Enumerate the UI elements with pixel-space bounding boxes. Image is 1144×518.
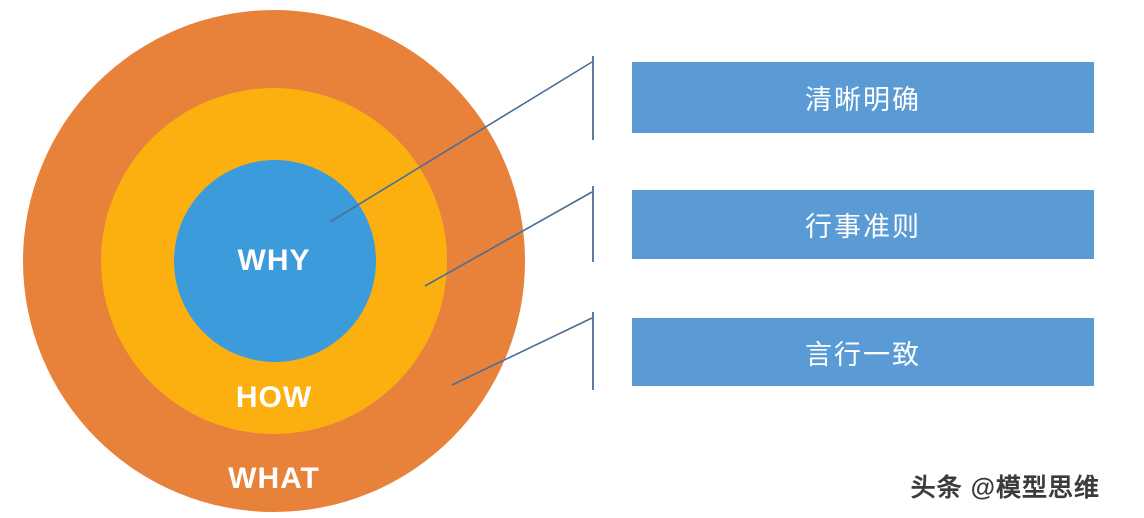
callout-label-1: 清晰明确 <box>805 85 921 115</box>
watermark-text: 头条 @模型思维 <box>910 474 1100 502</box>
callout-box-why[interactable]: 清晰明确 <box>632 62 1094 133</box>
ring-label-what-text: WHAT <box>228 462 320 495</box>
ring-label-why-text: WHY <box>237 244 311 277</box>
ring-label-how: HOW <box>0 381 1144 415</box>
callout-box-what[interactable]: 言行一致 <box>632 318 1094 386</box>
ring-label-what: WHAT <box>0 462 1144 496</box>
callout-box-how[interactable]: 行事准则 <box>632 190 1094 259</box>
ring-label-why: WHY <box>0 244 1144 278</box>
callout-label-2: 行事准则 <box>805 212 921 242</box>
callout-label-3: 言行一致 <box>805 339 921 370</box>
ring-label-how-text: HOW <box>235 381 313 414</box>
